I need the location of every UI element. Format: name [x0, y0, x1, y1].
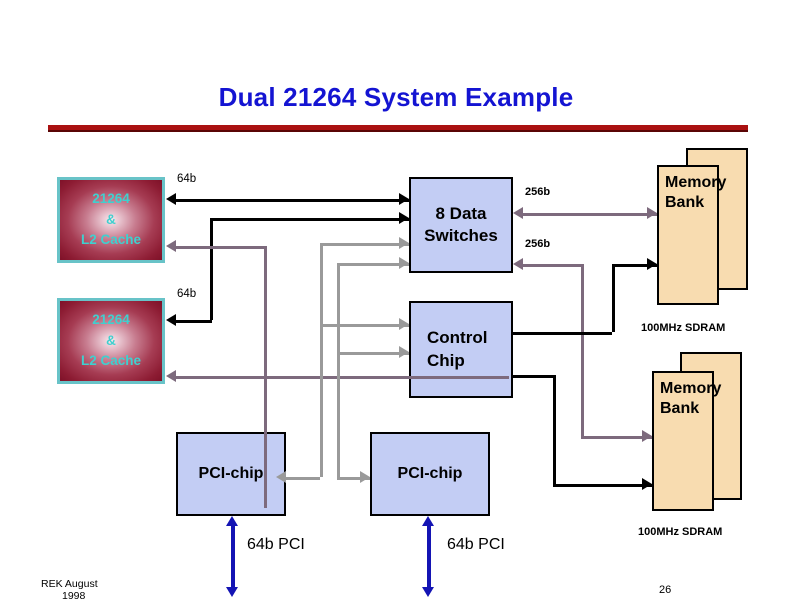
link-membank-bottom-to-switches-vert	[581, 264, 584, 436]
gray-b-to-control	[337, 352, 409, 355]
arrowhead-to-switches-from-cpu2	[399, 212, 409, 224]
arrowhead-purple-to-cpu1	[166, 240, 176, 252]
memory-bank-top-line2: Bank	[665, 194, 705, 211]
control-chip-line1: Control	[427, 328, 488, 348]
gray-trunk-b	[337, 263, 340, 477]
footer-author-line1: REK August	[41, 578, 98, 590]
label-bus-256b-top: 256b	[525, 186, 551, 198]
memory-bank-top-line1: Memory	[665, 174, 727, 191]
gray-a-to-pci-left	[286, 477, 320, 480]
pci-left-bus-line	[231, 524, 235, 588]
arrowhead-switches-to-membank-top	[647, 207, 657, 219]
arrowhead-to-membank-bottom-purple	[642, 430, 652, 442]
gray-b-to-switches	[337, 263, 409, 266]
data-switches-line1: 8 Data	[435, 203, 487, 223]
arrowhead-pci-left-up	[226, 516, 238, 526]
page-title: Dual 21264 System Example	[218, 82, 574, 112]
link-control-to-membank-bottom-run	[553, 484, 652, 487]
arrowhead-purple-to-cpu2	[166, 370, 176, 382]
pci-chip-left-label: PCI-chip	[198, 465, 264, 483]
block-data-switches[interactable]: 8 Data Switches	[409, 177, 513, 273]
link-control-to-membank-bottom-vert	[553, 375, 556, 484]
title-divider	[48, 125, 748, 132]
cpu2-line1: 21264	[92, 311, 130, 327]
cpu1-line2: &	[106, 211, 116, 227]
link-control-to-membank-top-vert	[612, 264, 615, 332]
arrowhead-pci-right-up	[422, 516, 434, 526]
data-switches-line2: Switches	[424, 226, 498, 245]
arrowhead-gray-b-switches	[399, 257, 409, 269]
arrowhead-pci-right-down	[422, 587, 434, 597]
memory-bank-bottom-line1: Memory	[660, 380, 722, 397]
label-bus-64b-bottom: 64b	[177, 288, 197, 300]
pci-right-bus-line	[427, 524, 431, 588]
link-purple-cpu2-horiz	[176, 376, 509, 379]
arrowhead-control-to-membank-bottom	[642, 478, 652, 490]
control-chip-line2: Chip	[427, 350, 465, 370]
block-memory-bank-bottom[interactable]: Memory Bank	[652, 371, 722, 511]
arrowhead-membank-top-to-switches	[513, 207, 523, 219]
block-cpu1[interactable]: 21264 & L2 Cache	[57, 177, 165, 263]
link-switches-to-cpu1	[176, 199, 409, 202]
arrowhead-gray-b-control	[399, 346, 409, 358]
link-purple-cpu1-horiz	[176, 246, 266, 249]
arrowhead-pci-left-down	[226, 587, 238, 597]
arrowhead-to-cpu2	[166, 314, 176, 326]
label-pci-left: 64b PCI	[247, 536, 305, 553]
cpu1-line1: 21264	[92, 190, 130, 206]
cpu1-line3: L2 Cache	[80, 232, 142, 248]
arrowhead-control-to-membank-top	[647, 258, 657, 270]
link-cpu2-to-switches-horiz	[210, 218, 409, 221]
gray-b-to-pci-right	[337, 477, 370, 480]
arrowhead-to-switches-256b	[513, 258, 523, 270]
link-cpu2-to-switches-vert	[210, 218, 213, 320]
block-pci-chip-right[interactable]: PCI-chip	[370, 432, 490, 516]
block-memory-bank-top[interactable]: Memory Bank	[657, 165, 727, 305]
pci-chip-right-label: PCI-chip	[397, 465, 463, 483]
label-bus-64b-top: 64b	[177, 173, 197, 185]
arrowhead-gray-a-control	[399, 318, 409, 330]
link-control-to-membank-top-horiz	[513, 332, 612, 335]
label-bus-256b-bottom: 256b	[525, 238, 551, 250]
link-switches-membank-top	[523, 213, 657, 216]
cpu2-line3: L2 Cache	[80, 353, 142, 369]
arrowhead-gray-pci-left	[276, 471, 286, 483]
memory-bank-bottom-line2: Bank	[660, 400, 700, 417]
link-membank-bottom-arrow-run	[581, 436, 652, 439]
block-pci-chip-left[interactable]: PCI-chip	[176, 432, 286, 516]
gray-a-to-control	[320, 324, 409, 327]
block-control-chip[interactable]: Control Chip	[409, 301, 513, 398]
label-sdram-bottom: 100MHz SDRAM	[638, 526, 723, 538]
cpu2-line2: &	[106, 332, 116, 348]
arrowhead-cpu1-to-switches	[399, 193, 409, 205]
arrowhead-gray-pci-right	[360, 471, 370, 483]
arrowhead-gray-a-switches	[399, 237, 409, 249]
arrowhead-switches-to-cpu1	[166, 193, 176, 205]
block-cpu2[interactable]: 21264 & L2 Cache	[57, 298, 165, 384]
link-membank-bottom-to-switches-horiz	[523, 264, 581, 267]
link-control-to-membank-top-run	[612, 264, 657, 267]
page-number: 26	[659, 584, 672, 596]
footer-author-line2: 1998	[62, 590, 86, 602]
gray-a-to-switches	[320, 243, 409, 246]
label-sdram-top: 100MHz SDRAM	[641, 322, 726, 334]
link-control-to-membank-bottom-horiz	[513, 375, 553, 378]
label-pci-right: 64b PCI	[447, 536, 505, 553]
link-cpu2-stub	[176, 320, 212, 323]
gray-trunk-a	[320, 243, 323, 477]
